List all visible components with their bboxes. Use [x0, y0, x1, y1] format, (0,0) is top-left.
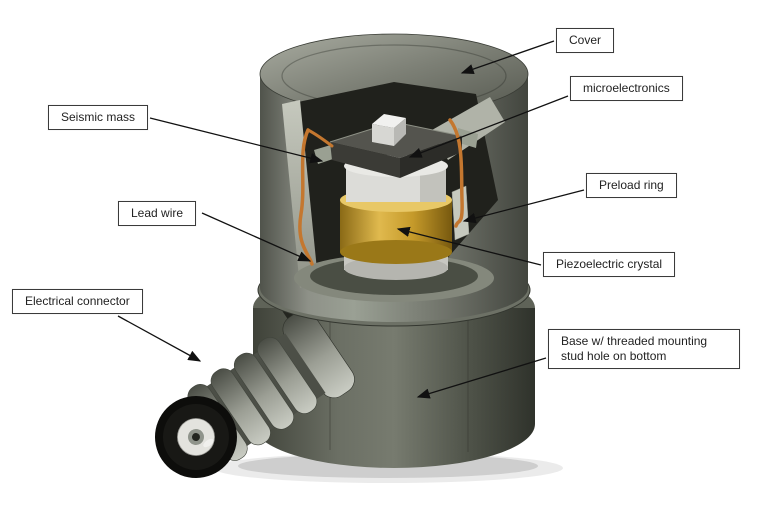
label-base: Base w/ threaded mounting stud hole on b…	[548, 329, 740, 369]
label-cover: Cover	[556, 28, 615, 53]
arrow-base	[416, 357, 547, 399]
arrow-electrical-connector	[117, 315, 202, 362]
arrow-seismic-mass	[149, 117, 324, 164]
callout-arrows	[117, 40, 585, 399]
label-preload-ring: Preload ring	[586, 173, 677, 198]
label-electrical-connector: Electrical connector	[12, 289, 143, 314]
connector-tip	[154, 395, 237, 478]
arrow-microelectronics	[408, 95, 569, 158]
lead-wire-right	[448, 118, 464, 228]
electrical-connector-part	[154, 298, 355, 478]
label-piezoelectric-crystal: Piezoelectric crystal	[543, 252, 676, 277]
label-seismic-mass: Seismic mass	[48, 105, 149, 130]
label-microelectronics: microelectronics	[570, 76, 683, 101]
microelectronics-chip	[372, 114, 406, 146]
arrow-cover	[460, 40, 555, 75]
arrow-lead-wire	[201, 212, 312, 262]
cut-face-left	[282, 100, 318, 288]
label-lead-wire: Lead wire	[118, 201, 197, 226]
arrow-preload-ring	[462, 189, 585, 224]
arrow-piezoelectric-crystal	[396, 226, 542, 266]
